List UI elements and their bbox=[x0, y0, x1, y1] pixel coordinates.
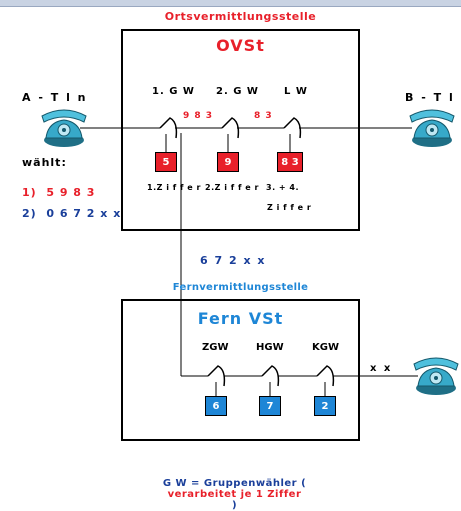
switch-label-hgw: HGW bbox=[256, 342, 284, 353]
out-digits: x x bbox=[370, 363, 393, 374]
switch-label-zgw: ZGW bbox=[202, 342, 229, 353]
dial-option-2: 2) 0 6 7 2 x x bbox=[22, 207, 122, 220]
footer-legend: G W = Gruppenwähler ( verarbeitet je 1 Z… bbox=[0, 467, 461, 511]
ovst-caption: Ortsvermittlungsstelle bbox=[164, 10, 317, 23]
footer-prefix: G W = Gruppenwähler ( bbox=[162, 478, 307, 489]
window-top-strip bbox=[0, 0, 461, 7]
line-digits-983: 9 8 3 bbox=[183, 111, 214, 121]
fern-vst-box bbox=[121, 299, 360, 441]
switch-label-2gw: 2. G W bbox=[216, 86, 259, 97]
digit-chip-9: 9 bbox=[217, 152, 239, 172]
switch-label-1gw: 1. G W bbox=[152, 86, 195, 97]
waehlt-label: wählt: bbox=[22, 156, 67, 169]
digit-chip-83: 8 3 bbox=[277, 152, 303, 172]
fern-title: Fern VSt bbox=[197, 309, 284, 328]
switch-label-kgw: KGW bbox=[312, 342, 339, 353]
line-digits-83: 8 3 bbox=[254, 111, 273, 121]
ovst-box bbox=[121, 29, 360, 231]
ziffer-label-3a: 3. + 4. bbox=[266, 183, 299, 192]
digit-chip-2: 2 bbox=[314, 396, 336, 416]
digit-chip-7: 7 bbox=[259, 396, 281, 416]
switch-selector-icon bbox=[159, 117, 335, 387]
ovst-title: OVSt bbox=[216, 36, 265, 55]
switch-label-lw: L W bbox=[284, 86, 308, 97]
digit-chip-6: 6 bbox=[205, 396, 227, 416]
footer-suffix: ) bbox=[231, 500, 238, 511]
telephone-icon bbox=[409, 109, 455, 147]
footer-highlight: verarbeitet je 1 Ziffer bbox=[167, 489, 302, 500]
telephone-icon bbox=[41, 109, 87, 147]
dial-option-1: 1) 5 9 8 3 bbox=[22, 186, 96, 199]
b-tln-label: B - T l n bbox=[405, 91, 461, 104]
ziffer-label-1: 1.Z i f f e r bbox=[147, 183, 201, 192]
a-tln-label: A - T l n bbox=[22, 91, 88, 104]
telephone-icon bbox=[413, 357, 459, 395]
digit-chip-5: 5 bbox=[155, 152, 177, 172]
ziffer-label-3b: Z i f f e r bbox=[267, 203, 312, 212]
ziffer-label-2: 2.Z i f f e r bbox=[205, 183, 259, 192]
fern-caption: Fernvermittlungsstelle bbox=[172, 282, 309, 293]
connector-digits: 6 7 2 x x bbox=[200, 254, 266, 267]
